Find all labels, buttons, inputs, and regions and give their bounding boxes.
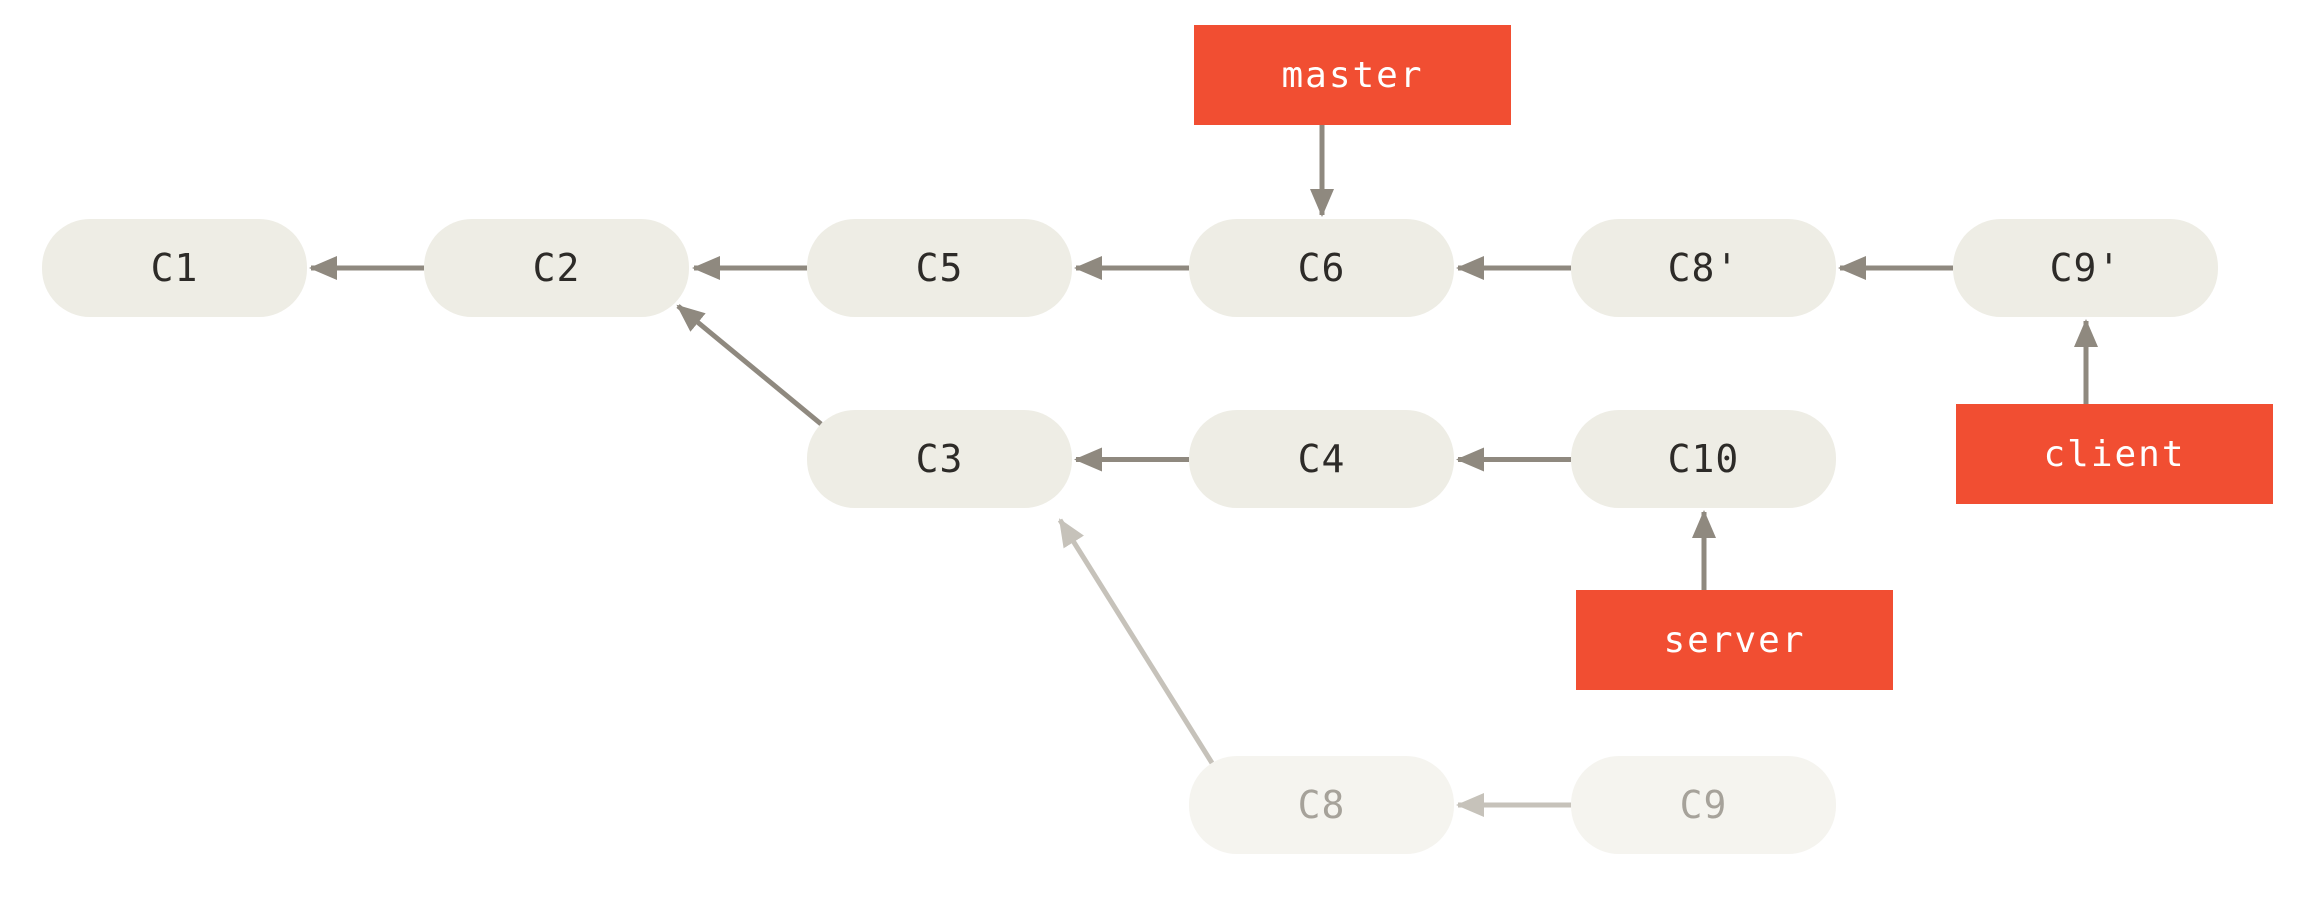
branch-label-client: client xyxy=(1956,404,2273,504)
commit-node-c10: C10 xyxy=(1571,410,1836,508)
commit-node-c9-faded: C9 xyxy=(1571,756,1836,854)
commit-node-c6: C6 xyxy=(1189,219,1454,317)
commit-node-c8-faded: C8 xyxy=(1189,756,1454,854)
commit-node-c5: C5 xyxy=(807,219,1072,317)
branch-label-master-text: master xyxy=(1281,55,1423,96)
edge-c8-to-c3-diagonal xyxy=(1057,518,1215,765)
commit-node-c4: C4 xyxy=(1189,410,1454,508)
commit-label-c8-prime: C8' xyxy=(1668,246,1740,290)
commit-label-c9-prime: C9' xyxy=(2050,246,2122,290)
commit-label-c10: C10 xyxy=(1668,437,1740,481)
commit-label-c9: C9 xyxy=(1680,783,1728,827)
commit-label-c4: C4 xyxy=(1298,437,1346,481)
edge-c3-to-c2-diagonal xyxy=(676,304,823,426)
commit-node-c8-prime: C8' xyxy=(1571,219,1836,317)
commit-node-c2: C2 xyxy=(424,219,689,317)
commit-node-c1: C1 xyxy=(42,219,307,317)
branch-label-server: server xyxy=(1576,590,1893,690)
commit-label-c2: C2 xyxy=(533,246,581,290)
commit-label-c5: C5 xyxy=(916,246,964,290)
commit-label-c8: C8 xyxy=(1298,783,1346,827)
commit-node-c9-prime: C9' xyxy=(1953,219,2218,317)
commit-label-c1: C1 xyxy=(151,246,199,290)
commit-node-c3: C3 xyxy=(807,410,1072,508)
branch-label-client-text: client xyxy=(2043,434,2185,475)
branch-label-master: master xyxy=(1194,25,1511,125)
commit-label-c3: C3 xyxy=(916,437,964,481)
commit-label-c6: C6 xyxy=(1298,246,1346,290)
branch-label-server-text: server xyxy=(1663,620,1805,661)
